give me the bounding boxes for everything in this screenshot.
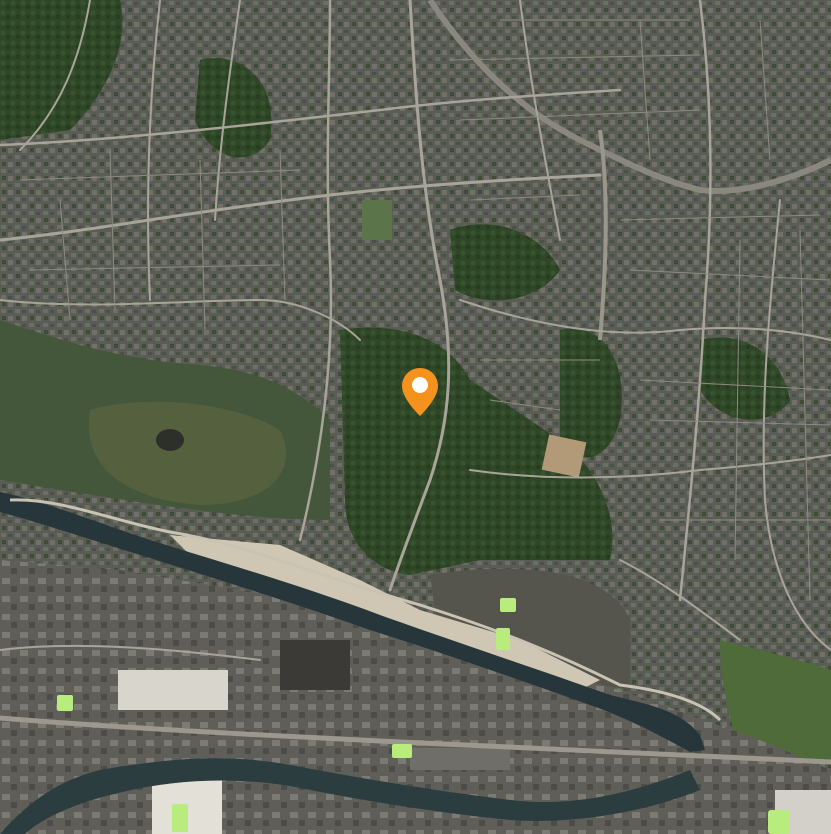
map-pin-icon xyxy=(402,368,438,416)
highway-east xyxy=(598,129,608,341)
forest-east xyxy=(560,328,622,458)
pond xyxy=(156,429,184,451)
canal-bank-north xyxy=(9,498,722,722)
green-area-north-west xyxy=(0,0,123,140)
industrial-building-3 xyxy=(280,640,350,690)
bare-field xyxy=(541,434,587,478)
highlight-zone[interactable] xyxy=(496,628,510,650)
quay-light xyxy=(170,535,600,690)
highlight-zone[interactable] xyxy=(768,810,790,834)
industrial-building-5 xyxy=(410,748,510,770)
river xyxy=(0,758,700,834)
highlight-zone[interactable] xyxy=(57,695,73,711)
slag-area xyxy=(430,568,630,690)
location-marker[interactable] xyxy=(400,366,440,418)
green-park-north xyxy=(195,58,272,158)
vegetation-east xyxy=(720,640,831,760)
highlight-zone[interactable] xyxy=(500,598,516,612)
canal xyxy=(0,492,705,752)
street-grid xyxy=(19,19,831,601)
highlight-zones xyxy=(57,598,790,834)
highlight-zone[interactable] xyxy=(172,804,188,832)
railway-north xyxy=(427,0,831,194)
highlight-zone[interactable] xyxy=(392,744,412,758)
railway-south xyxy=(0,715,831,765)
sports-field xyxy=(362,200,392,240)
vegetation-east-2 xyxy=(700,337,790,420)
road-network xyxy=(0,0,831,661)
forest-north-central xyxy=(450,224,560,301)
spoil-heap xyxy=(88,401,287,505)
industrial-building-1 xyxy=(118,670,228,710)
